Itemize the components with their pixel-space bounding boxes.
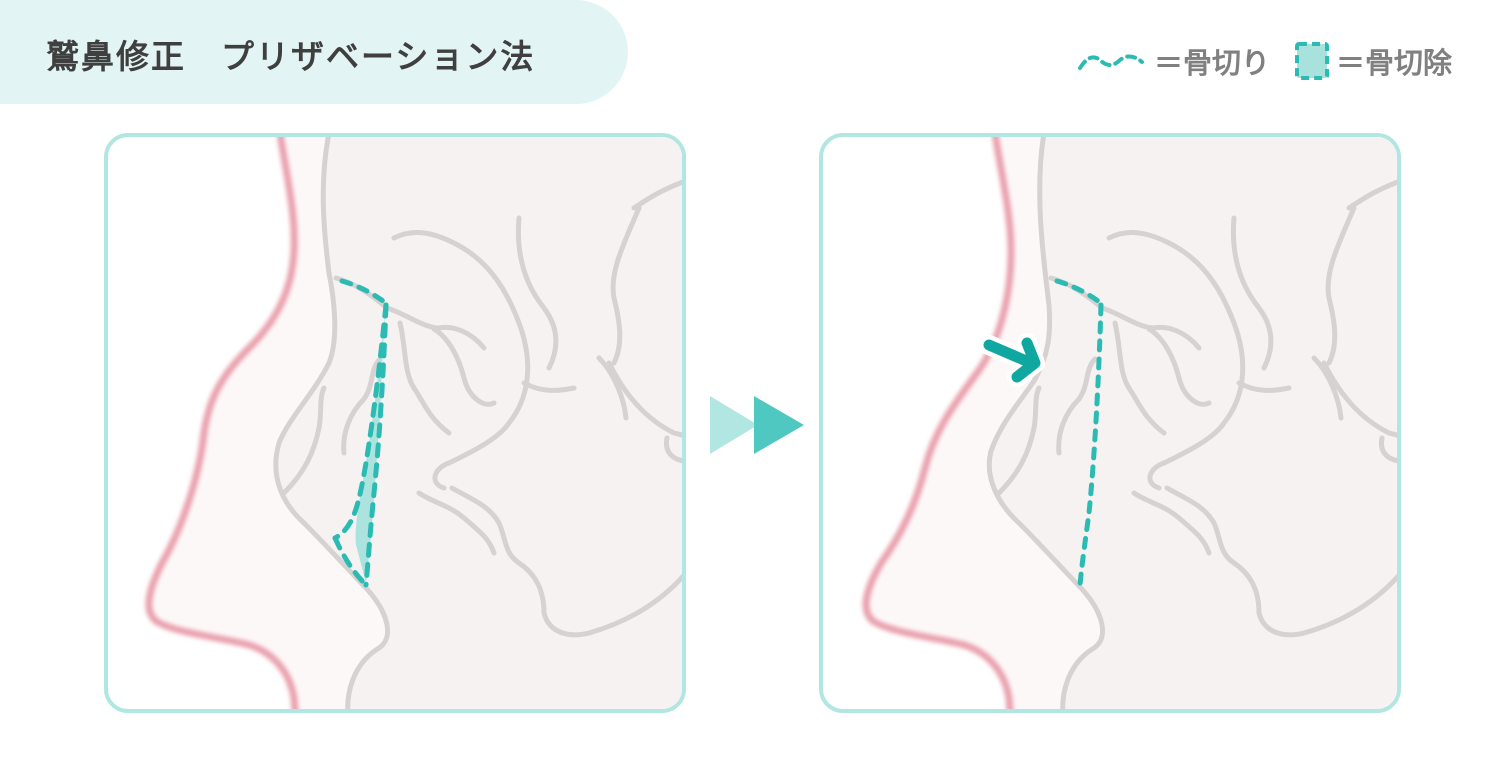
panel-before xyxy=(104,133,686,713)
double-play-icon xyxy=(710,396,804,454)
legend-item-resection: ＝骨切除 xyxy=(1280,40,1452,82)
dashed-box-icon xyxy=(1294,42,1329,80)
legend: ＝骨切り ＝骨切除 xyxy=(1076,38,1452,84)
push-arrow-icon xyxy=(979,333,1045,387)
legend-item-osteotomy: ＝骨切り xyxy=(1076,40,1270,82)
dashed-curve-icon xyxy=(1077,54,1144,70)
legend-label-resection: ＝骨切除 xyxy=(1335,46,1452,80)
panel-after xyxy=(819,133,1401,713)
nose-after-illustration xyxy=(862,137,1397,709)
nose-before-illustration xyxy=(145,137,682,709)
transition-arrow xyxy=(708,394,808,460)
page-title: 鷲鼻修正 プリザベーション法 xyxy=(46,37,536,76)
legend-label-osteotomy: ＝骨切り xyxy=(1153,46,1270,80)
title-banner: 鷲鼻修正 プリザベーション法 xyxy=(0,0,628,104)
